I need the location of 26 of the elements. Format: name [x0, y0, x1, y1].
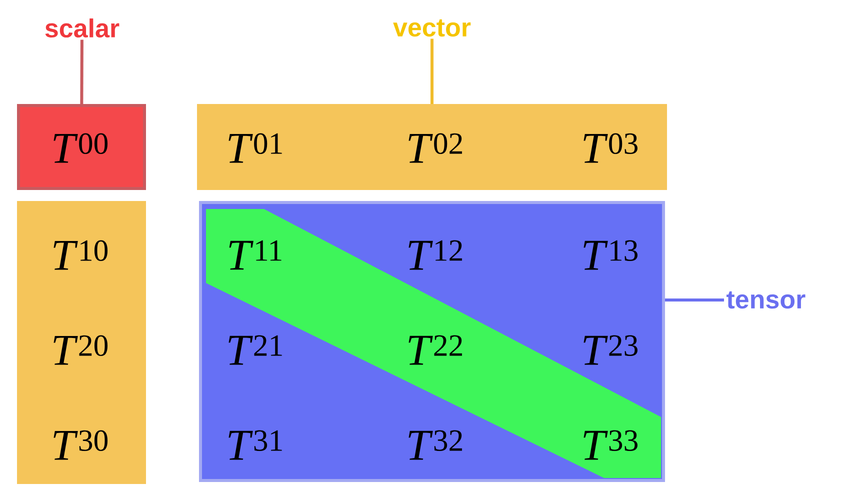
category-label: scalar [45, 18, 120, 38]
matrix-entry: T$^{32}$ [408, 430, 462, 460]
matrix-entry: T$^{31}$ [228, 430, 282, 460]
matrix-entry: T$^{12}$ [408, 240, 462, 270]
matrix-entry: T$^{21}$ [228, 335, 282, 365]
matrix-entry: T$^{30}$ [54, 430, 108, 460]
leader-line [80, 40, 84, 104]
matrix-entry: T$^{22}$ [408, 335, 462, 365]
matrix-entry: T$^{20}$ [54, 335, 108, 365]
matrix-entry: T$^{10}$ [54, 240, 108, 270]
matrix-entry: T$^{02}$ [408, 133, 462, 163]
matrix-entry: T$^{00}$ [54, 133, 108, 163]
matrix-box [17, 104, 146, 190]
leader-line [665, 298, 724, 302]
matrix-box [17, 201, 146, 484]
matrix-entry: T$^{03}$ [584, 133, 638, 163]
leader-line [430, 38, 434, 104]
matrix-entry: T$^{13}$ [584, 240, 638, 270]
matrix-entry: T$^{33}$ [584, 430, 638, 460]
matrix-box [197, 104, 667, 190]
matrix-entry: T$^{11}$ [229, 240, 282, 270]
matrix-entry: T$^{23}$ [584, 335, 638, 365]
category-label: tensor [726, 291, 806, 309]
matrix-entry: T$^{01}$ [228, 133, 282, 163]
category-label: vector [393, 19, 471, 37]
matrix-box [199, 201, 665, 482]
